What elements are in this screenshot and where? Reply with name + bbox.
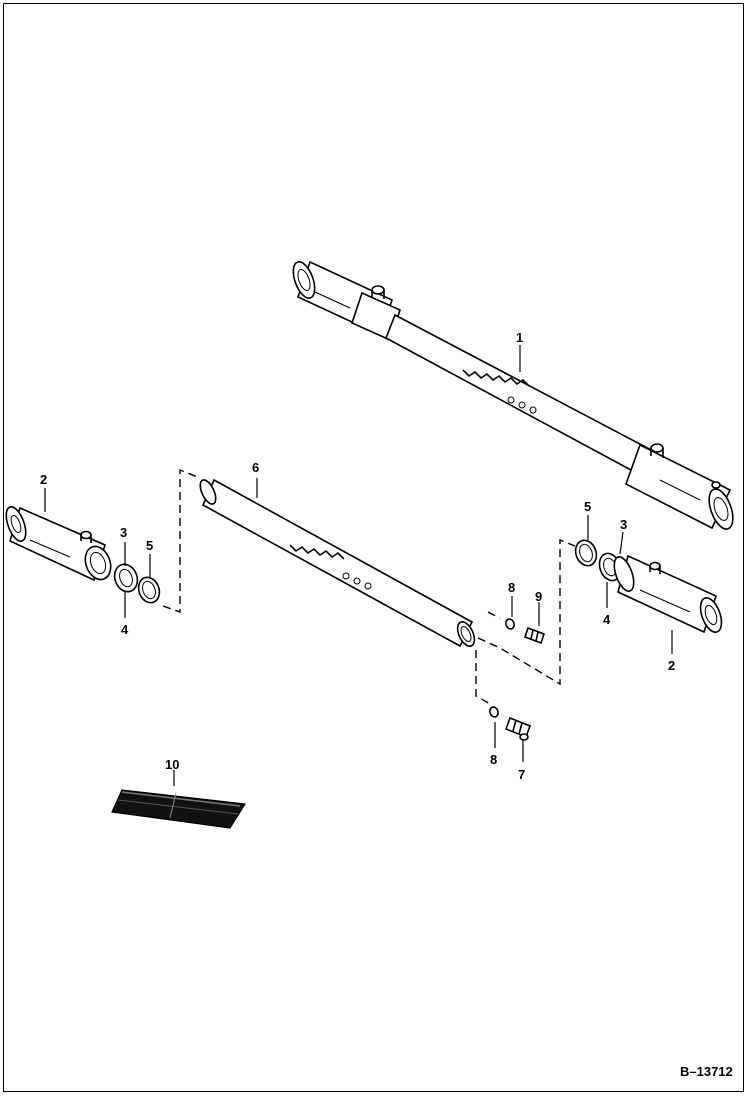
part-9-fitting: [523, 626, 546, 645]
part-7-fitting: [504, 716, 532, 741]
part-1-axle-assembly: [292, 260, 734, 530]
callout-5-right: 5: [584, 499, 591, 514]
callout-8-upper: 8: [508, 580, 515, 595]
part-5-right-bushing: [574, 539, 598, 567]
callout-10: 10: [165, 757, 179, 772]
assembly-line-fitting: [487, 611, 501, 619]
callout-1: 1: [516, 330, 523, 345]
callout-2-right: 2: [668, 658, 675, 673]
part-3-left-ring: [113, 563, 139, 593]
callout-3-right: 3: [620, 517, 627, 532]
callout-4-left: 4: [121, 622, 129, 637]
part-2-right-housing: [613, 554, 723, 634]
callout-2-left: 2: [40, 472, 47, 487]
leader-part-3-right: [619, 531, 624, 555]
assembly-line-lower: [475, 650, 493, 706]
callout-3-left: 3: [120, 525, 127, 540]
part-1-spline: [462, 369, 537, 414]
part-8-lower-oring: [489, 706, 499, 718]
callout-7: 7: [518, 767, 525, 782]
callout-4-right: 4: [603, 612, 611, 627]
assembly-line-right: [477, 538, 576, 686]
part-5-left-bushing: [137, 576, 161, 604]
part-10-decal: [111, 789, 247, 829]
assembly-line-left: [162, 468, 201, 613]
callout-6: 6: [252, 460, 259, 475]
callout-9: 9: [535, 589, 542, 604]
callout-8-lower: 8: [490, 752, 497, 767]
part-6-shaft: [199, 478, 476, 648]
callout-5-left: 5: [146, 538, 153, 553]
figure-id: B–13712: [680, 1064, 733, 1079]
part-8-upper-oring: [505, 618, 515, 630]
diagram-frame: [3, 3, 744, 1092]
part-2-left-housing: [5, 506, 112, 582]
